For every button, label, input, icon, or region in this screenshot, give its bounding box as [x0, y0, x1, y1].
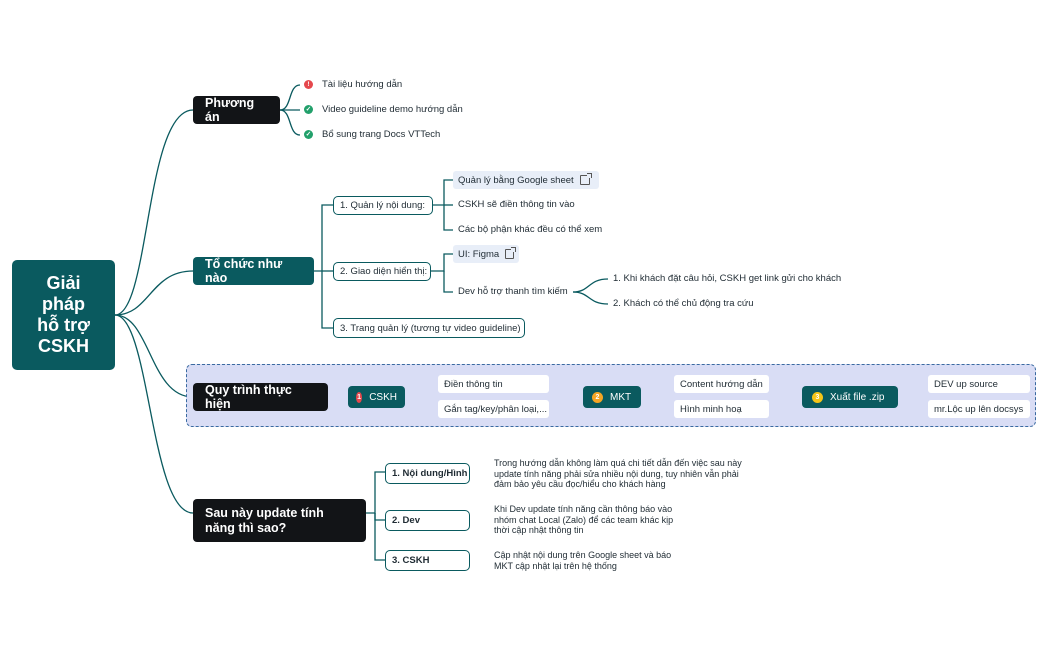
update-item-label: 3. CSKH — [392, 555, 430, 566]
warning-icon: ! — [304, 79, 313, 89]
step-export-node[interactable]: 3 Xuất file .zip — [802, 386, 898, 408]
step-mkt-child[interactable]: Content hướng dẫn — [674, 375, 769, 393]
quan-ly-child[interactable]: Các bộ phận khác đều có thể xem — [458, 224, 602, 235]
update-note-line: nhóm chat Local (Zalo) để các team khác … — [494, 514, 674, 525]
update-note: Trong hướng dẫn không làm quá chi tiết d… — [494, 458, 742, 490]
update-note-line: Khi Dev update tính năng cần thông báo v… — [494, 504, 673, 514]
update-note-line: Trong hướng dẫn không làm quá chi tiết d… — [494, 458, 742, 468]
phuong-an-item[interactable]: ✓ Video guideline demo hướng dẫn — [304, 104, 463, 115]
step-child-label: Hình minh hoạ — [680, 403, 742, 415]
root-title-line: CSKH — [37, 336, 89, 356]
external-link-icon — [579, 173, 592, 185]
root-title-line: Giải — [46, 273, 81, 293]
phuong-an-item[interactable]: ! Tài liệu hướng dẫn — [304, 79, 402, 90]
quan-ly-node[interactable]: 1. Quản lý nội dung: — [333, 196, 433, 215]
step-label: MKT — [610, 391, 632, 403]
update-item-label: 2. Dev — [392, 515, 420, 526]
phuong-an-item-label: Bổ sung trang Docs VTTech — [322, 129, 441, 140]
root-node[interactable]: Giải pháp hỗ trợ CSKH — [12, 260, 115, 370]
phuong-an-item-label: Tài liệu hướng dẫn — [322, 79, 403, 90]
to-chuc-node[interactable]: Tổ chức như nào — [193, 257, 314, 285]
step-child-label: mr.Lộc up lên docsys — [934, 403, 1024, 415]
quan-ly-child-label: Các bộ phận khác đều có thể xem — [458, 224, 603, 235]
update-title-line: năng thì sao? — [205, 520, 287, 535]
update-note-line: đảm bảo yêu cầu đọc/hiểu cho khách hàng — [494, 479, 666, 489]
update-item-label: 1. Nội dung/Hình — [392, 468, 468, 479]
step-export-child[interactable]: DEV up source — [928, 375, 1030, 393]
figma-label: UI: Figma — [458, 248, 500, 260]
dev-search-child-label: 1. Khi khách đặt câu hỏi, CSKH get link … — [613, 273, 842, 284]
step-export-child[interactable]: mr.Lộc up lên docsys — [928, 400, 1030, 418]
quy-trinh-label: Quy trình thực hiện — [205, 383, 292, 411]
google-sheet-label: Quản lý bằng Google sheet — [458, 174, 574, 186]
step-number-badge: 2 — [592, 391, 603, 403]
phuong-an-item-label: Video guideline demo hướng dẫn — [322, 104, 463, 115]
dev-search-child[interactable]: 2. Khách có thể chủ động tra cứu — [613, 298, 754, 309]
update-note-line: thời cập nhật thông tin — [494, 525, 584, 535]
step-child-label: DEV up source — [934, 378, 998, 390]
update-note-line: update tính năng phải sửa nhiều nội dung… — [494, 468, 739, 479]
google-sheet-link[interactable]: Quản lý bằng Google sheet — [453, 171, 599, 189]
root-title-line: hỗ trợ — [37, 315, 90, 335]
quan-ly-child-label: CSKH sẽ điền thông tin vào — [458, 199, 575, 210]
dev-search-node[interactable]: Dev hỗ trợ thanh tìm kiếm — [458, 286, 568, 297]
dev-search-label: Dev hỗ trợ thanh tìm kiếm — [458, 286, 568, 297]
update-title-line: Sau này update tính — [205, 505, 324, 520]
check-icon: ✓ — [304, 129, 313, 139]
trang-quan-ly-node[interactable]: 3. Trang quản lý (tương tự video guideli… — [333, 318, 525, 338]
step-child-label: Content hướng dẫn — [680, 378, 763, 390]
quan-ly-child[interactable]: CSKH sẽ điền thông tin vào — [458, 199, 575, 210]
step-cskh-child[interactable]: Điền thông tin — [438, 375, 549, 393]
step-cskh-node[interactable]: 1 CSKH — [348, 386, 405, 408]
step-label: CSKH — [369, 391, 397, 403]
root-title-line: pháp — [41, 294, 85, 314]
to-chuc-label: Tổ chức như nào — [205, 257, 283, 285]
external-link-icon — [505, 247, 516, 259]
step-child-label: Gắn tag/key/phân loại,... — [444, 403, 547, 415]
check-icon: ✓ — [304, 104, 313, 114]
giao-dien-node[interactable]: 2. Giao diện hiển thị: — [333, 262, 431, 281]
giao-dien-label: 2. Giao diện hiển thị: — [340, 266, 428, 277]
quy-trinh-node[interactable]: Quy trình thực hiện — [193, 383, 328, 411]
step-mkt-child[interactable]: Hình minh hoạ — [674, 400, 769, 418]
phuong-an-item[interactable]: ✓ Bổ sung trang Docs VTTech — [304, 129, 440, 140]
update-item-cskh[interactable]: 3. CSKH — [385, 550, 470, 571]
update-note: Cập nhật nội dung trên Google sheet và b… — [494, 550, 671, 571]
phuong-an-node[interactable]: Phương án — [193, 96, 280, 124]
step-cskh-child[interactable]: Gắn tag/key/phân loại,... — [438, 400, 549, 418]
step-label: Xuất file .zip — [830, 391, 885, 403]
dev-search-child-label: 2. Khách có thể chủ động tra cứu — [613, 298, 754, 309]
phuong-an-label: Phương án — [205, 96, 255, 124]
step-mkt-node[interactable]: 2 MKT — [583, 386, 641, 408]
update-item-dev[interactable]: 2. Dev — [385, 510, 470, 531]
step-number-badge: 1 — [356, 391, 363, 403]
dev-search-child[interactable]: 1. Khi khách đặt câu hỏi, CSKH get link … — [613, 273, 841, 284]
figma-link[interactable]: UI: Figma — [453, 245, 519, 263]
step-child-label: Điền thông tin — [444, 378, 503, 390]
quan-ly-label: 1. Quản lý nội dung: — [340, 200, 426, 211]
update-note-line: Cập nhật nội dung trên Google sheet và b… — [494, 550, 672, 560]
update-item-noi-dung[interactable]: 1. Nội dung/Hình — [385, 463, 470, 484]
trang-quan-ly-label: 3. Trang quản lý (tương tự video guideli… — [340, 322, 521, 334]
update-note: Khi Dev update tính năng cần thông báo v… — [494, 504, 673, 536]
update-node[interactable]: Sau này update tính năng thì sao? — [193, 499, 366, 542]
step-number-badge: 3 — [812, 391, 823, 403]
update-note-line: MKT cập nhật lại trên hệ thống — [494, 560, 617, 571]
